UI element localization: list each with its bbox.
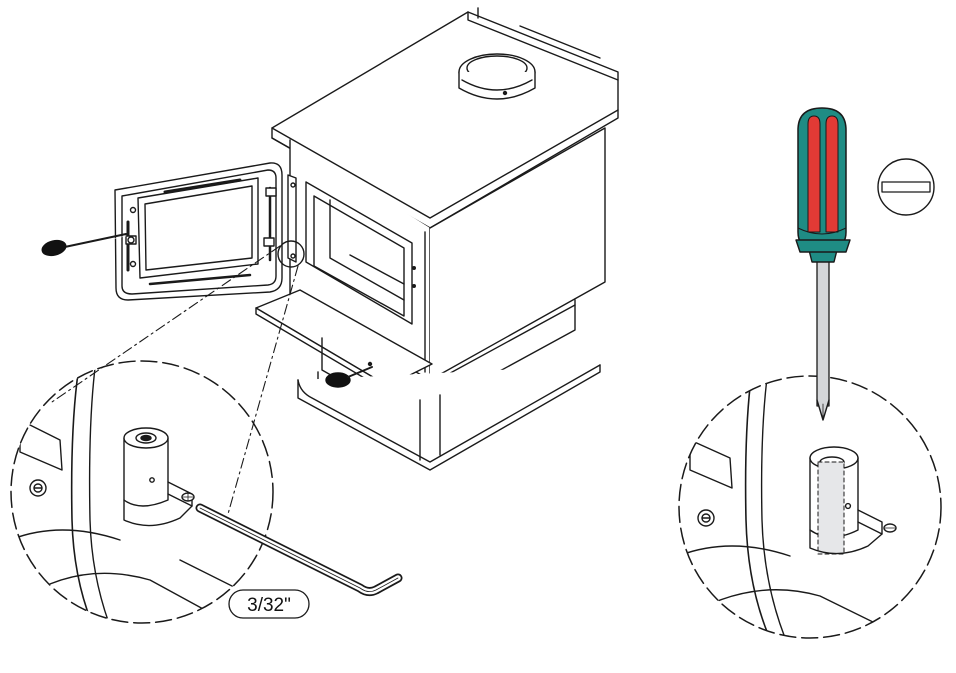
door-handle (41, 233, 127, 257)
glass-door (41, 162, 305, 301)
hex-key-size-label: 3/32" (247, 595, 291, 616)
hinge-detail-right (678, 375, 942, 639)
door-screw (29, 479, 47, 497)
detail-leader-lines (51, 245, 299, 515)
hex-key-size-callout: 3/32" (228, 589, 310, 619)
flat-slot-icon (877, 158, 935, 216)
flat-head-screwdriver (795, 107, 851, 421)
flue-collar (458, 53, 536, 100)
wood-stove (255, 7, 619, 471)
ash-pan-knob (325, 366, 373, 388)
allen-wrench (195, 503, 403, 597)
